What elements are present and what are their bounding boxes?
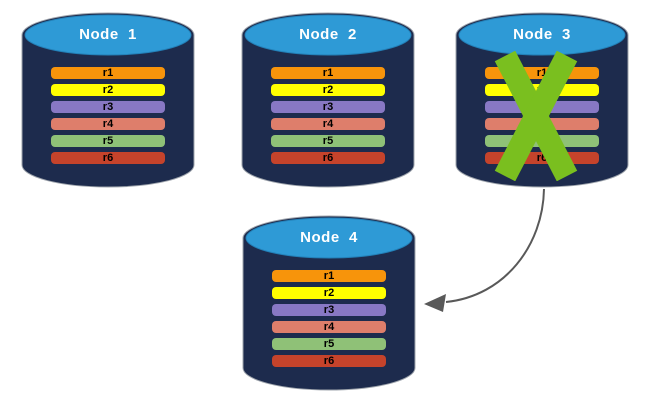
node-4-title: Node 4 [300, 229, 358, 246]
replica-bar-r6: r6 [271, 152, 385, 164]
x-stroke-2 [494, 51, 578, 181]
node-3: Node 3 r1 r2 r3 r4 r5 r6 [454, 11, 630, 191]
node-1-title: Node 1 [79, 26, 137, 43]
replica-bar-r1: r1 [272, 270, 386, 282]
node-2-title: Node 2 [299, 26, 357, 43]
node-3-title: Node 3 [513, 26, 571, 43]
node-1: Node 1 r1 r2 r3 r4 r5 r6 [20, 11, 196, 191]
arrow-head [424, 294, 446, 312]
replica-bar-r3: r3 [271, 101, 385, 113]
arrow-curve [445, 188, 545, 303]
replica-bar-r4: r4 [51, 118, 165, 130]
node-4: Node 4 r1 r2 r3 r4 r5 r6 [241, 214, 417, 394]
node-2: Node 2 r1 r2 r3 r4 r5 r6 [240, 11, 416, 191]
replica-bar-r1: r1 [271, 67, 385, 79]
replica-bar-r4: r4 [271, 118, 385, 130]
replica-bar-r2: r2 [271, 84, 385, 96]
replica-bar-r5: r5 [272, 338, 386, 350]
cylinder-top [245, 217, 413, 259]
replica-bar-r3: r3 [51, 101, 165, 113]
replica-bar-r3: r3 [272, 304, 386, 316]
cylinder-top [24, 14, 192, 56]
replica-bar-r1: r1 [51, 67, 165, 79]
replica-bar-r6: r6 [51, 152, 165, 164]
node-2-replicas: r1 r2 r3 r4 r5 r6 [271, 67, 385, 169]
cylinder-top [244, 14, 412, 56]
failure-x-icon [494, 51, 578, 181]
node-1-replicas: r1 r2 r3 r4 r5 r6 [51, 67, 165, 169]
cylinder-top [458, 14, 626, 56]
replica-bar-r5: r5 [271, 135, 385, 147]
replica-bar-r5: r5 [51, 135, 165, 147]
replica-bar-r4: r4 [272, 321, 386, 333]
replica-bar-r6: r6 [272, 355, 386, 367]
replica-bar-r2: r2 [272, 287, 386, 299]
node-4-replicas: r1 r2 r3 r4 r5 r6 [272, 270, 386, 372]
replica-bar-r2: r2 [51, 84, 165, 96]
